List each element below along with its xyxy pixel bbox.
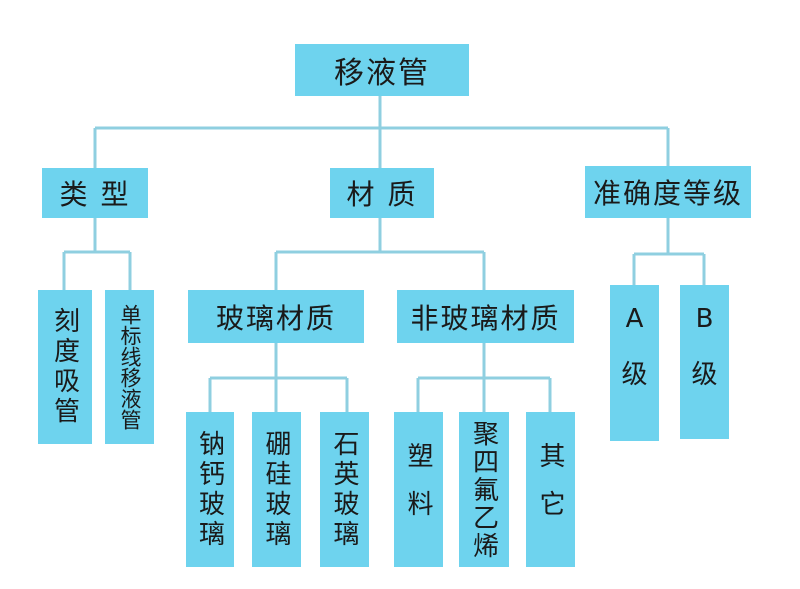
grade-a-word: 级 bbox=[621, 360, 648, 390]
glass-material-label: 玻璃材质 bbox=[215, 301, 336, 335]
accuracy-grade-node: 准确度等级 bbox=[585, 166, 751, 218]
glass-material-node: 玻璃材质 bbox=[188, 290, 364, 343]
single-mark-pipette-label: 单标线移液管 bbox=[118, 304, 142, 430]
soda-lime-glass-node: 钠钙玻璃 bbox=[186, 412, 234, 567]
non-glass-material-label: 非玻璃材质 bbox=[410, 301, 561, 335]
grade-b-letter: B bbox=[695, 304, 714, 334]
quartz-glass-node: 石英玻璃 bbox=[320, 412, 369, 567]
plastic-label: 塑料 bbox=[403, 441, 433, 538]
grade-b-node: B 级 bbox=[680, 285, 729, 439]
type-label: 类 型 bbox=[59, 178, 131, 211]
single-mark-pipette-node: 单标线移液管 bbox=[105, 290, 154, 444]
plastic-node: 塑料 bbox=[394, 412, 443, 567]
borosilicate-glass-node: 硼硅玻璃 bbox=[252, 412, 301, 567]
other-label: 其它 bbox=[535, 441, 565, 538]
material-node: 材 质 bbox=[330, 168, 434, 218]
grade-a-node: A 级 bbox=[610, 285, 659, 441]
soda-lime-glass-label: 钠钙玻璃 bbox=[194, 429, 225, 550]
quartz-glass-label: 石英玻璃 bbox=[329, 429, 359, 550]
ptfe-node: 聚四氟乙烯 bbox=[459, 412, 509, 567]
material-label: 材 质 bbox=[346, 178, 418, 211]
root-label: 移液管 bbox=[334, 56, 430, 91]
other-node: 其它 bbox=[526, 412, 575, 567]
root-node: 移液管 bbox=[295, 44, 469, 96]
graduated-pipette-node: 刻度吸管 bbox=[38, 290, 92, 444]
borosilicate-glass-label: 硼硅玻璃 bbox=[261, 429, 291, 550]
graduated-pipette-label: 刻度吸管 bbox=[49, 307, 80, 427]
ptfe-label: 聚四氟乙烯 bbox=[468, 419, 499, 560]
grade-b-word: 级 bbox=[691, 360, 718, 390]
type-node: 类 型 bbox=[42, 168, 148, 218]
accuracy-grade-label: 准确度等级 bbox=[592, 177, 743, 210]
non-glass-material-node: 非玻璃材质 bbox=[397, 290, 574, 343]
grade-a-letter: A bbox=[625, 304, 644, 334]
